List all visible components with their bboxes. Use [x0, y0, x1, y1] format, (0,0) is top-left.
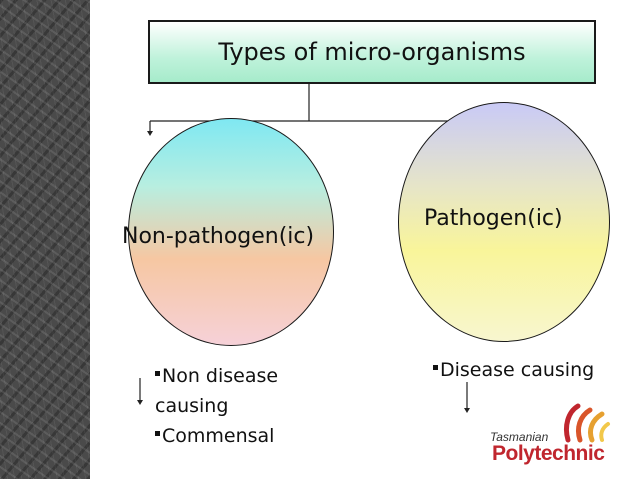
- tasmanian-polytechnic-logo: Tasmanian Polytechnic: [490, 400, 616, 470]
- bullet-square-icon: [433, 365, 438, 370]
- bullet-square-icon: [155, 431, 160, 436]
- title-box: Types of micro-organisms: [148, 20, 596, 84]
- non-pathogenic-oval: [128, 118, 334, 346]
- right-bottom-arrowhead: [464, 408, 470, 413]
- bullet-text: Non disease: [162, 365, 279, 387]
- pathogenic-bullets: Disease causing: [433, 355, 613, 385]
- bullet-text: Disease causing: [440, 359, 595, 381]
- logo-small-text: Tasmanian: [490, 430, 549, 444]
- left-drop-arrowhead: [147, 131, 153, 136]
- logo-mark-icon: [563, 403, 610, 443]
- decorative-side-strip: [0, 0, 90, 479]
- diagram-title: Types of micro-organisms: [218, 38, 526, 66]
- pathogenic-oval: [398, 102, 610, 342]
- bullet-text: Commensal: [162, 425, 275, 447]
- non-pathogenic-bullets: Non disease causing Commensal: [155, 361, 305, 451]
- bullet-line: Disease causing: [433, 355, 613, 385]
- non-pathogenic-label: Non-pathogen(ic): [122, 224, 315, 249]
- bullet-line: causing: [155, 391, 305, 421]
- bullet-line: Non disease: [155, 361, 305, 391]
- bullet-text: causing: [155, 395, 229, 417]
- pathogenic-label: Pathogen(ic): [424, 206, 563, 231]
- bullet-line: Commensal: [155, 421, 305, 451]
- left-bottom-arrowhead: [137, 400, 143, 405]
- bullet-square-icon: [155, 371, 160, 376]
- logo-big-text: Polytechnic: [492, 442, 605, 465]
